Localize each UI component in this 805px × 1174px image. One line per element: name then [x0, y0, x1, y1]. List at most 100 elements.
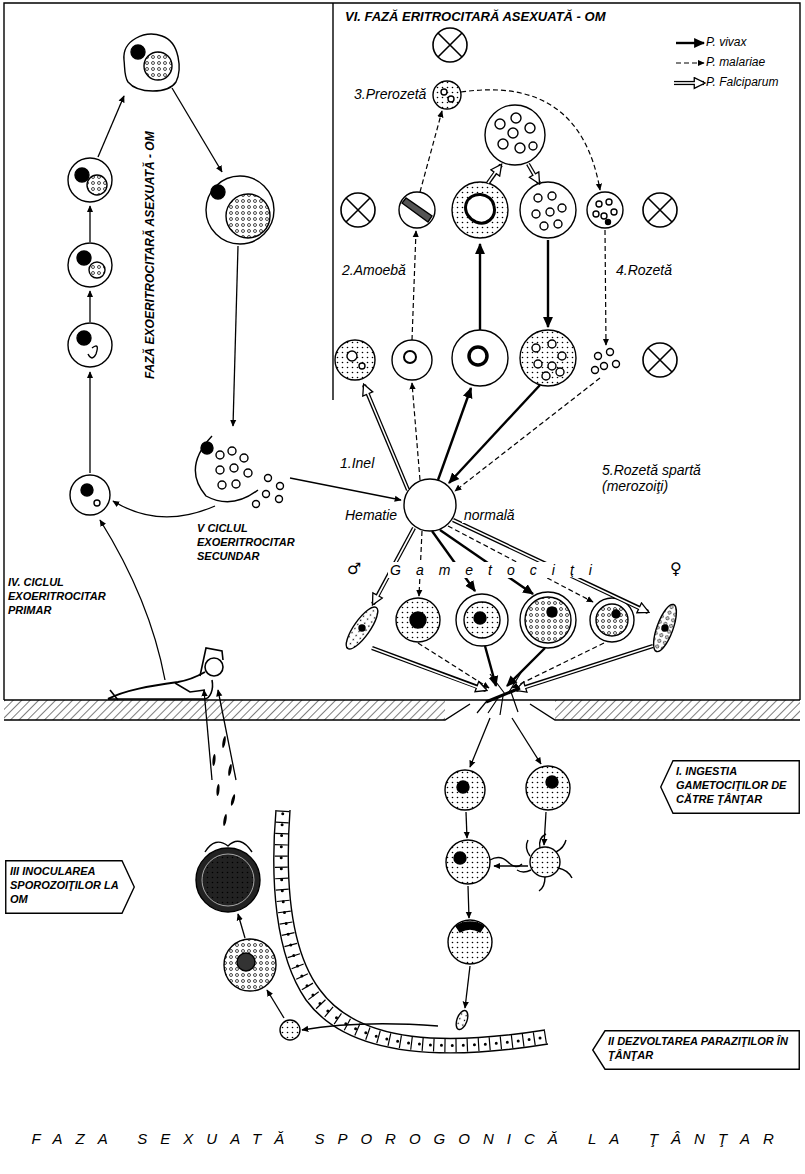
- cell-shape: [592, 367, 599, 374]
- illustration-line: [233, 246, 238, 426]
- crossed-cell: [643, 343, 677, 377]
- illustration-line: [364, 385, 408, 490]
- illustration-group: [432, 43, 704, 686]
- cell-shape: [396, 598, 440, 642]
- illustration-line: [547, 240, 549, 327]
- cell-shape: [237, 953, 255, 971]
- cell-shape: [206, 176, 274, 244]
- caption: FAZA SEXUATĂ SPOROGONICĂ LA ŢÂNŢAR: [32, 1130, 787, 1148]
- stage-label: 5.Rozetă spartă (merozoiţi): [600, 462, 718, 494]
- cell-shape: [611, 209, 617, 215]
- illustration-line: [267, 990, 284, 1018]
- cell-shape: [232, 480, 240, 488]
- cell-shape: [341, 603, 383, 653]
- illustration-line: [420, 111, 442, 192]
- cell-shape: [525, 597, 571, 643]
- cell-shape: [218, 481, 226, 489]
- illustration-line: [281, 810, 546, 1045]
- cell-shape: [520, 592, 576, 648]
- illustration-line: [124, 34, 179, 91]
- cell-shape: [240, 454, 248, 462]
- cell-shape: [554, 220, 562, 228]
- cell-shape: [525, 123, 535, 133]
- illustration-line: [89, 372, 90, 473]
- illustration-line: [113, 501, 215, 517]
- stage-label: Gametociţi: [388, 562, 609, 578]
- cell-shape: [515, 143, 525, 153]
- blood-arrows: [364, 43, 704, 690]
- illustration-line: [200, 648, 223, 676]
- cell-shape: [548, 362, 556, 370]
- cycle-label: V CICLUL EXOERITROCITAR SECUNDAR: [195, 522, 325, 563]
- cell-shape: [280, 1020, 300, 1040]
- illustration-line: [674, 81, 704, 85]
- illustration-line: [490, 857, 522, 866]
- callout-outline: [661, 761, 800, 814]
- callout-text: I. INGESTIA GAMETOCIŢILOR DE CĂTRE ŢÂNŢA…: [660, 760, 800, 811]
- cell-shape: [558, 352, 566, 360]
- cell-shape: [445, 770, 485, 810]
- cell-shape: [410, 612, 426, 628]
- cell-shape: [495, 119, 505, 129]
- cell-shape: [612, 610, 620, 618]
- legend-text: P. Falciparum: [706, 75, 778, 89]
- cell-shape: [520, 330, 576, 386]
- cell-shape: [511, 113, 521, 123]
- cell-shape: [607, 349, 614, 356]
- illustration-line: [486, 688, 520, 702]
- illustration-line: [172, 88, 222, 172]
- callout-box: II DEZVOLTAREA PARAZIŢILOR ÎN ŢÂNŢAR: [592, 1030, 800, 1070]
- cell-shape: [404, 479, 456, 531]
- cell-shape: [546, 776, 558, 788]
- cell-shape: [227, 764, 232, 776]
- sporozoites: [212, 736, 236, 826]
- illustration-line: [676, 42, 704, 44]
- cell-shape: [526, 766, 570, 810]
- illustration-line: [488, 692, 518, 715]
- cell-shape: [532, 344, 540, 352]
- illustration-line: [89, 291, 90, 322]
- ground-band: [555, 700, 800, 720]
- cell-shape: [230, 794, 236, 806]
- ground-band: [4, 700, 445, 720]
- cell-shape: [399, 192, 435, 228]
- illustration-line: [523, 646, 653, 688]
- liver-arrows: [90, 88, 401, 680]
- legend-item: P. vivax: [706, 35, 746, 50]
- illustration-line: [477, 702, 486, 713]
- panel-heading: VI. FAZĂ ERITROCITARĂ ASEXUATĂ - OM: [345, 9, 605, 25]
- cell-shape: [347, 351, 357, 361]
- mosquito-stage-cells: [196, 766, 572, 1053]
- cell-shape: [540, 222, 548, 230]
- illustration-line: [676, 62, 704, 63]
- illustration-line: [218, 690, 236, 780]
- cell-shape: [593, 211, 599, 217]
- crossed-cell: [643, 193, 677, 227]
- callout-box: I. INGESTIA GAMETOCIŢILOR DE CĂTRE ŢÂNŢA…: [660, 760, 800, 814]
- crossed-cell: [433, 28, 467, 62]
- illustration-line: [512, 718, 541, 764]
- cell-shape: [456, 594, 508, 646]
- cell-shape: [216, 451, 224, 459]
- blood-cells: [335, 28, 681, 654]
- cell-shape: [277, 483, 284, 490]
- illustration-group: [367, 83, 697, 688]
- illustration-line: [89, 206, 90, 242]
- cell-shape: [542, 372, 550, 380]
- cell-shape: [548, 192, 556, 200]
- cell-shape: [448, 920, 492, 964]
- cell-shape: [529, 142, 537, 150]
- stage-label: 2.Amoebă: [340, 262, 408, 278]
- cell-shape: [532, 210, 540, 218]
- illustration-line: [302, 1024, 438, 1030]
- cell-shape: [601, 363, 608, 370]
- cell-shape: [359, 363, 365, 369]
- callout-text: III INOCULAREA SPOROZOIŢILOR LA OM: [5, 860, 135, 911]
- illustration-line: [204, 690, 212, 780]
- callout-text: II DEZVOLTAREA PARAZIŢILOR ÎN ŢÂNŢAR: [592, 1030, 800, 1068]
- phase-panel: VI. FAZĂ ERITROCITARĂ ASEXUATĂ - OM: [333, 3, 800, 700]
- cell-shape: [77, 331, 91, 345]
- cell-shape: [216, 784, 220, 796]
- crossed-cell: [341, 193, 375, 227]
